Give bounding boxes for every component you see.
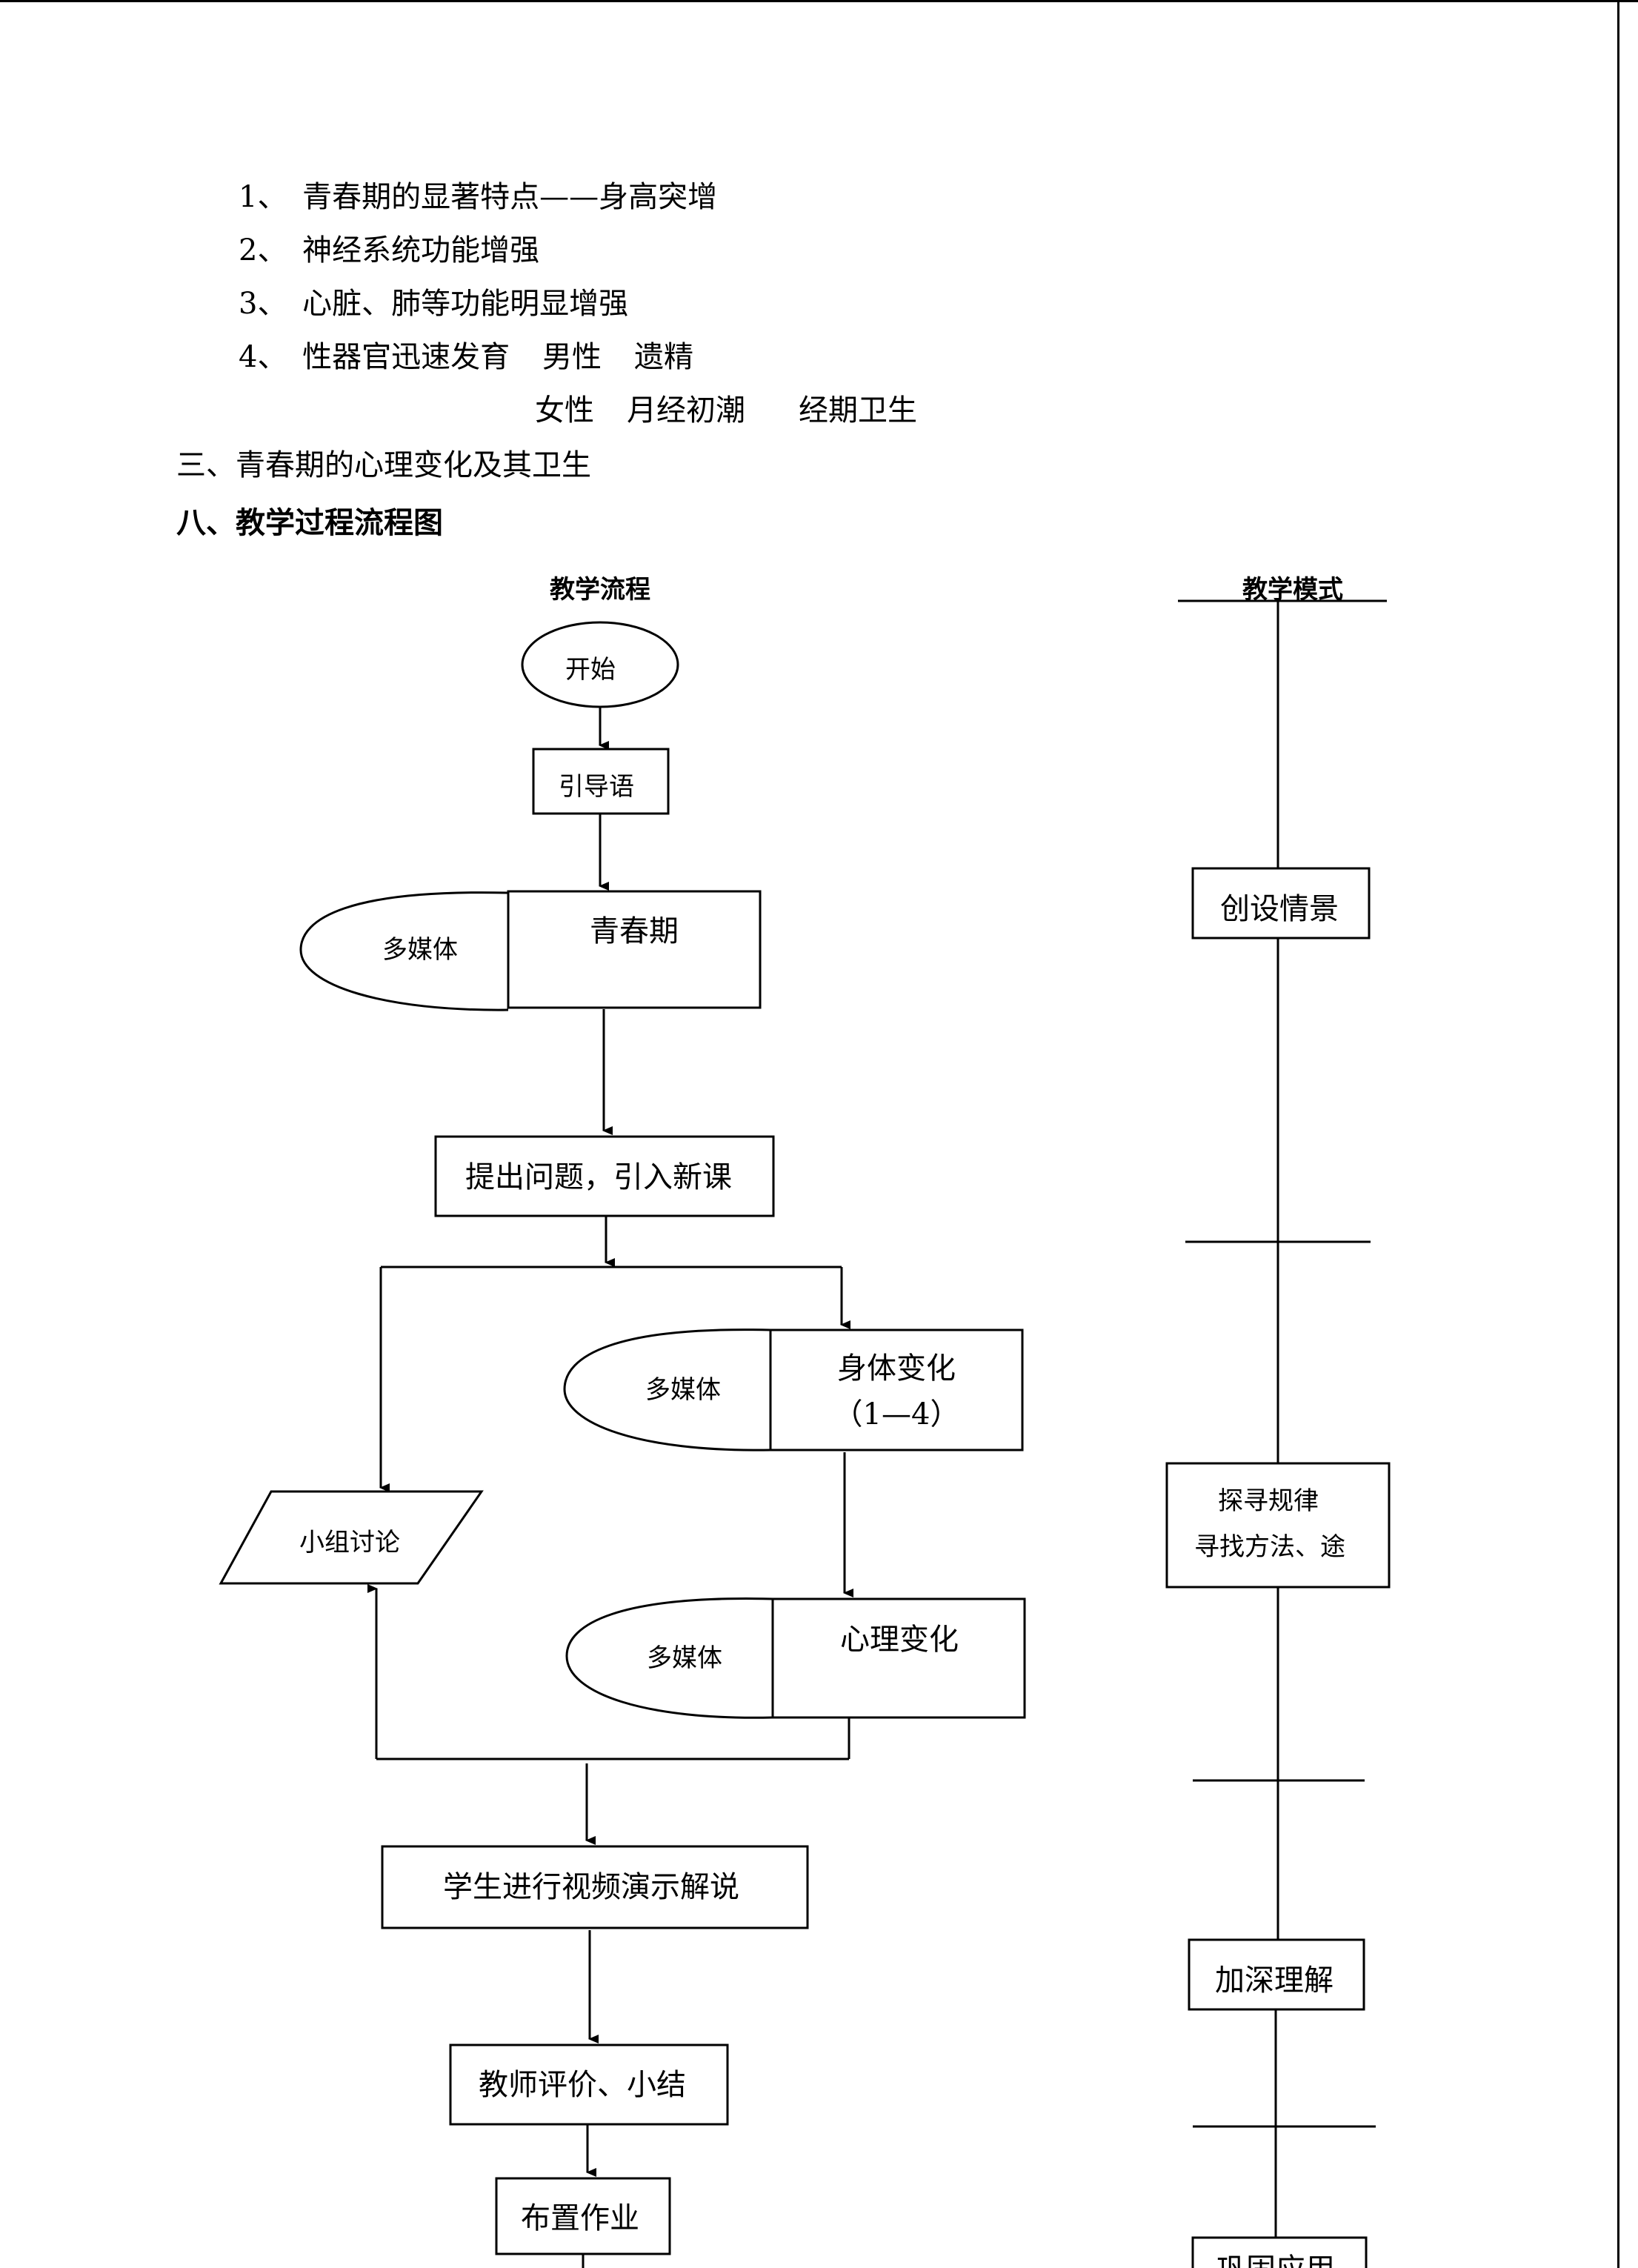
student-video-label: 学生进行视频演示解说	[443, 1870, 739, 1904]
body-change-box	[769, 1328, 1024, 1451]
mode-box-1	[1191, 867, 1371, 940]
list-item-3: 3、 心脏、肺等功能明显增强	[239, 286, 628, 322]
question-label: 提出问题，引入新课	[465, 1160, 732, 1194]
puberty-label: 青春期	[590, 914, 679, 948]
flow-header: 教学流程	[550, 575, 650, 605]
mode-label-3: 加深理解	[1215, 1963, 1334, 1998]
mode-box-4	[1191, 2236, 1368, 2268]
media-ellipse-1	[299, 891, 509, 1011]
body-change-label: 身体变化	[837, 1351, 956, 1386]
teacher-eval-label: 教师评价、小结	[479, 2068, 686, 2102]
psych-change-box	[771, 1597, 1026, 1719]
media-ellipse-3	[565, 1597, 773, 1719]
female-detail: 月经初潮	[627, 393, 745, 428]
mode-label-1: 创设情景	[1220, 892, 1339, 926]
mode-label-4: 巩固应用	[1216, 2245, 1335, 2268]
list-text: 神经系统功能增强	[302, 233, 540, 267]
student-video-box	[381, 1845, 809, 1929]
male-detail: 遗精	[634, 340, 693, 374]
list-number: 2、	[239, 233, 287, 267]
list-item-4: 4、 性器官迅速发育	[239, 339, 510, 375]
page-top-border	[0, 0, 1638, 2]
discussion-parallelogram	[219, 1490, 484, 1585]
homework-label: 布置作业	[521, 2201, 639, 2235]
media-ellipse-2	[563, 1328, 771, 1451]
list-text: 性器官迅速发育	[302, 340, 510, 374]
question-box	[434, 1135, 775, 1217]
psych-change-label: 心理变化	[840, 1623, 959, 1657]
list-text: 心脏、肺等功能明显增强	[302, 287, 629, 321]
list-item-2: 2、 神经系统功能增强	[239, 233, 539, 268]
body-change-range: （1—4）	[833, 1397, 960, 1431]
media-label-1: 多媒体	[382, 935, 458, 965]
list-number: 4、	[239, 340, 287, 374]
mode-header: 教学模式	[1242, 575, 1343, 605]
section-three-heading: 三、青春期的心理变化及其卫生	[176, 448, 591, 482]
list-number: 1、	[239, 180, 287, 214]
female-label: 女性	[535, 393, 594, 428]
list-item-1: 1、 青春期的显著特点——身高突增	[239, 179, 717, 215]
section-eight-heading: 八、教学过程流程图	[176, 505, 443, 540]
intro-label: 引导语	[559, 772, 634, 802]
list-text: 青春期的显著特点——身高突增	[302, 180, 718, 214]
page-right-border	[1617, 0, 1619, 2268]
media-label-2: 多媒体	[645, 1375, 721, 1405]
media-label-3: 多媒体	[647, 1643, 722, 1673]
teacher-eval-box	[449, 2043, 729, 2126]
list-number: 3、	[239, 287, 287, 321]
puberty-box	[507, 890, 762, 1009]
mode-label-2a: 探寻规律	[1218, 1486, 1319, 1516]
discussion-label: 小组讨论	[299, 1528, 400, 1557]
mode-label-2b: 寻找方法、途	[1194, 1532, 1345, 1562]
female-hygiene: 经期卫生	[799, 393, 917, 428]
male-label: 男性	[542, 340, 602, 374]
start-label: 开始	[565, 655, 616, 685]
